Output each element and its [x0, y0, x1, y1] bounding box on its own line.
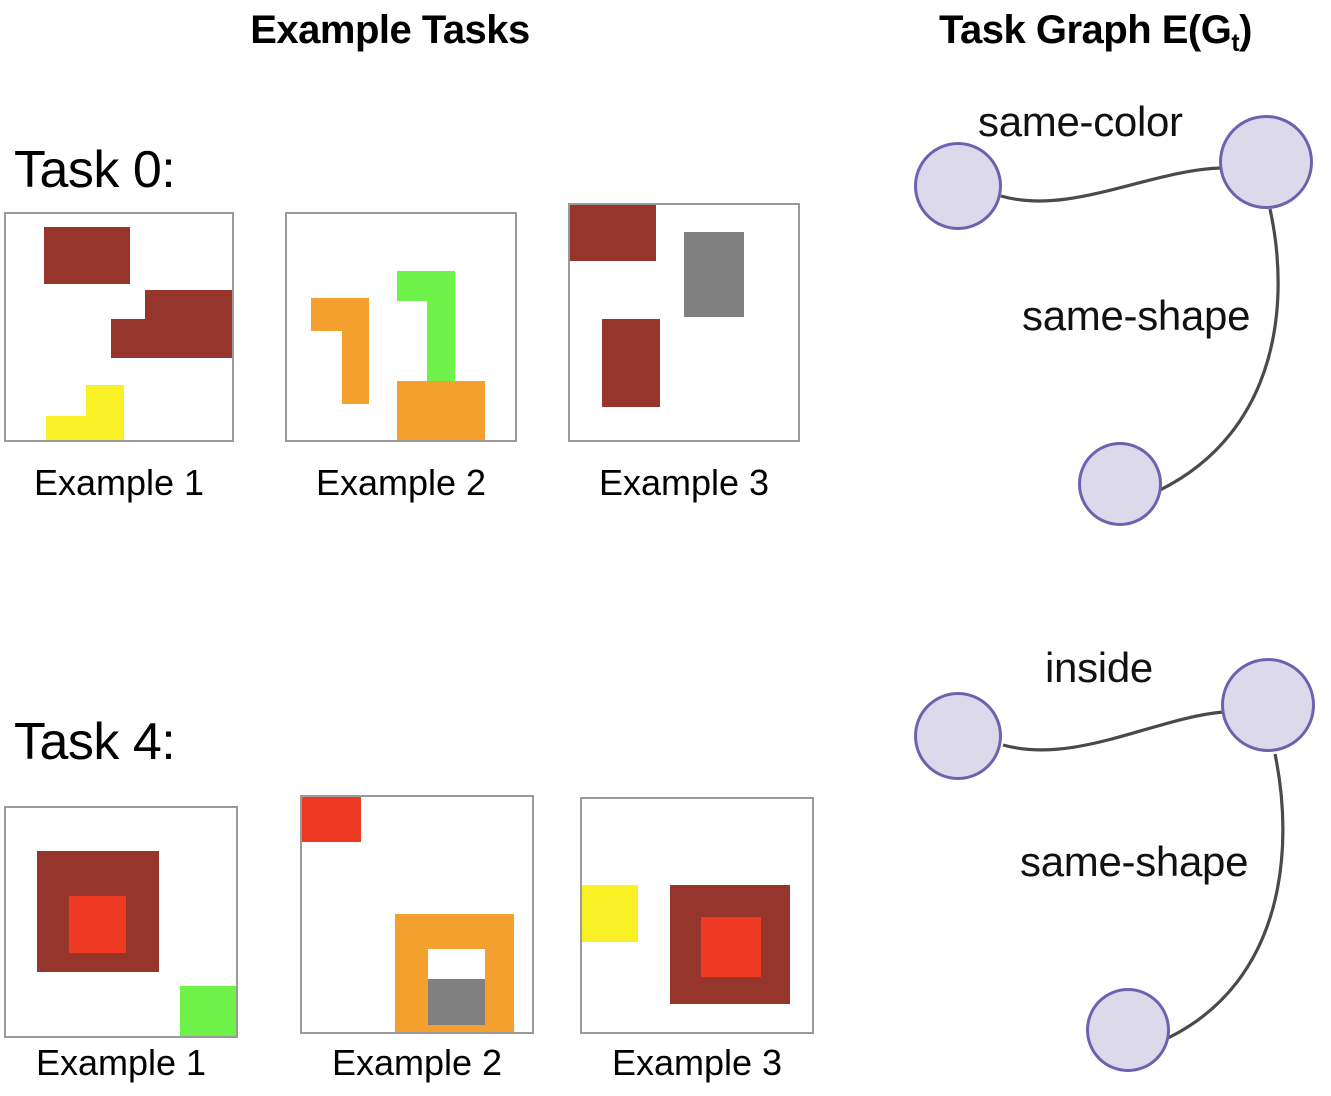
example-board-task4-example2: [300, 795, 534, 1034]
example-caption-task0-example1: Example 1: [33, 462, 205, 503]
example-board-task0-example1: [4, 212, 234, 442]
edge-path-same-shape: [1159, 208, 1280, 492]
dark-red-l-shape-bottom: [111, 319, 232, 358]
graph-node-bottom[interactable]: [1086, 988, 1170, 1072]
gray-rectangle: [428, 979, 485, 1025]
edge-label-same-shape: same-shape: [1022, 292, 1251, 339]
yellow-l-shape-top: [86, 385, 124, 416]
gray-rectangle: [684, 232, 744, 317]
page-title-task-graph: Task Graph E(Gt): [860, 8, 1331, 58]
green-7-shape-top: [397, 271, 455, 301]
edge-path-inside: [1002, 710, 1224, 752]
dark-red-rectangle-top: [570, 205, 656, 261]
orange-j-shape-top: [311, 298, 369, 331]
bright-red-square-inner: [69, 896, 126, 953]
task-graph-0: same-color same-shape: [890, 98, 1331, 526]
bright-red-square-inner: [701, 917, 761, 977]
example-caption-task4-example2: Example 2: [331, 1042, 503, 1083]
task-graph-title-tail: ): [1239, 8, 1252, 52]
example-caption-task0-example3: Example 3: [598, 462, 770, 503]
example-caption-task0-example2: Example 2: [315, 462, 487, 503]
graph-node-right[interactable]: [1219, 115, 1313, 209]
task-graph-4-edges: [1002, 710, 1285, 1040]
task-graph-title-main: Task Graph E(G: [939, 8, 1232, 52]
green-7-shape-stem: [427, 301, 455, 393]
bright-red-rectangle: [302, 797, 361, 842]
edge-path-same-shape: [1167, 753, 1285, 1040]
example-board-task0-example3: [568, 203, 800, 442]
example-board-task4-example3: [580, 797, 814, 1034]
edge-path-same-color: [1000, 166, 1222, 203]
edge-label-same-color: same-color: [978, 98, 1183, 145]
edge-label-same-shape: same-shape: [1020, 838, 1249, 885]
yellow-l-shape-bottom: [46, 416, 124, 440]
page-title-example-tasks: Example Tasks: [250, 8, 530, 52]
example-caption-task4-example3: Example 3: [611, 1042, 783, 1083]
task-label-4: Task 4:: [14, 713, 176, 771]
green-square: [180, 986, 236, 1036]
graph-node-right[interactable]: [1221, 658, 1315, 752]
dark-red-rectangle-bottom: [602, 319, 660, 407]
orange-j-shape-stem: [342, 331, 369, 404]
graph-node-bottom[interactable]: [1078, 442, 1162, 526]
task-label-0: Task 0:: [14, 141, 176, 199]
task-graph-4: inside same-shape: [890, 640, 1331, 1072]
dark-red-rectangle: [44, 227, 130, 284]
graph-node-left[interactable]: [914, 692, 1002, 780]
graph-node-left[interactable]: [914, 142, 1002, 230]
orange-rectangle: [397, 381, 485, 440]
task-graph-0-edges: [1000, 166, 1280, 492]
example-board-task0-example2: [285, 212, 517, 442]
task-graph-title-subscript: t: [1231, 29, 1240, 57]
edge-label-inside: inside: [1045, 644, 1153, 691]
example-board-task4-example1: [4, 806, 238, 1038]
example-caption-task4-example1: Example 1: [35, 1042, 207, 1083]
yellow-square: [582, 885, 638, 942]
dark-red-l-shape-top: [145, 290, 232, 319]
